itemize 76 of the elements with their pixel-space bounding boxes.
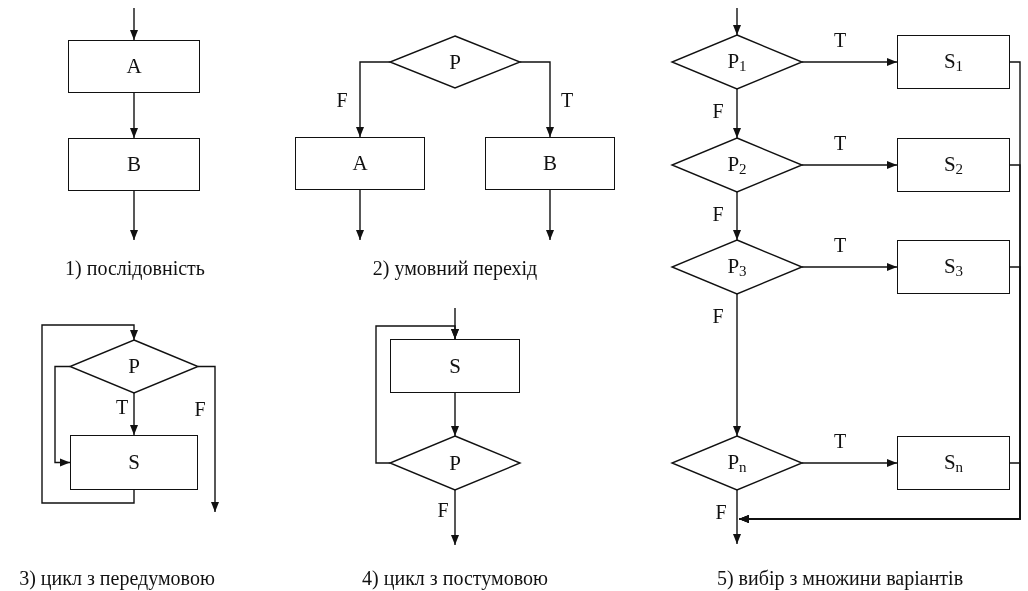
arrow [130, 92, 138, 139]
edge-label: F [711, 101, 725, 121]
arrow [356, 189, 364, 241]
node-label: S [449, 355, 461, 377]
decision-diamond [672, 35, 802, 89]
arrow [375, 325, 459, 464]
arrow [801, 263, 898, 271]
arrow [130, 190, 138, 241]
node-label: S$_{1}$ [943, 50, 964, 74]
arrow [801, 161, 898, 169]
arrow [801, 58, 898, 66]
edge-label: T [832, 235, 848, 255]
arrow [451, 392, 459, 437]
node-label: P [128, 356, 140, 377]
arrow [738, 462, 1021, 523]
process-box [68, 138, 200, 191]
arrow [356, 61, 391, 138]
decision-diamond [672, 240, 802, 294]
arrow [733, 293, 741, 437]
edge-label: F [335, 90, 349, 110]
process-box [897, 35, 1010, 89]
node-label: P [449, 51, 461, 73]
arrow [130, 392, 138, 436]
decision-diamond [70, 340, 198, 393]
node-label: S$_{n}$ [943, 451, 964, 475]
arrow [451, 489, 459, 546]
edge-label: T [832, 133, 848, 153]
arrow [546, 189, 554, 241]
node-label: A [126, 56, 142, 77]
caption: 5) вибір з множини варіантів [716, 566, 964, 590]
edge-label: T [114, 397, 130, 417]
process-box [897, 138, 1010, 192]
edge-label: F [714, 502, 728, 522]
edge-label: F [711, 306, 725, 326]
arrow [733, 489, 741, 545]
caption: 2) умовний перехід [372, 256, 538, 280]
arrow [197, 365, 219, 513]
caption: 4) цикл з постумовою [362, 566, 548, 590]
edge-label: T [832, 30, 848, 50]
edge-label: T [559, 90, 575, 110]
caption: 3) цикл з передумовою [19, 566, 215, 590]
arrow [801, 459, 898, 467]
process-box [70, 435, 198, 490]
process-box [390, 339, 520, 393]
node-label: P$_{1}$ [727, 50, 747, 74]
edge-label: F [193, 399, 207, 419]
caption: 1) послідовність [65, 256, 205, 280]
node-label: B [543, 153, 557, 174]
arrow [733, 88, 741, 139]
node-label: P [449, 452, 461, 474]
decision-diamond [390, 436, 520, 490]
node-label: P$_{n}$ [727, 451, 747, 475]
arrow [519, 61, 554, 138]
arrow [41, 324, 138, 504]
arrow [54, 365, 71, 467]
process-box [295, 137, 425, 190]
node-label: B [127, 154, 141, 175]
arrow [130, 7, 138, 41]
arrow [733, 7, 741, 36]
node-label: P$_{3}$ [727, 255, 747, 279]
decision-diamond [672, 436, 802, 490]
decision-diamond [672, 138, 802, 192]
node-label: S [128, 452, 140, 473]
process-box [485, 137, 615, 190]
process-box [68, 40, 200, 93]
node-label: A [352, 153, 368, 174]
node-label: S$_{2}$ [943, 153, 964, 177]
node-label: P$_{2}$ [727, 153, 747, 177]
decision-diamond [390, 36, 520, 88]
edge-label: T [832, 431, 848, 451]
process-box [897, 240, 1010, 294]
edge-label: F [436, 500, 450, 520]
edge-label: F [711, 204, 725, 224]
arrow [733, 191, 741, 241]
node-label: S$_{3}$ [943, 255, 964, 279]
process-box [897, 436, 1010, 490]
